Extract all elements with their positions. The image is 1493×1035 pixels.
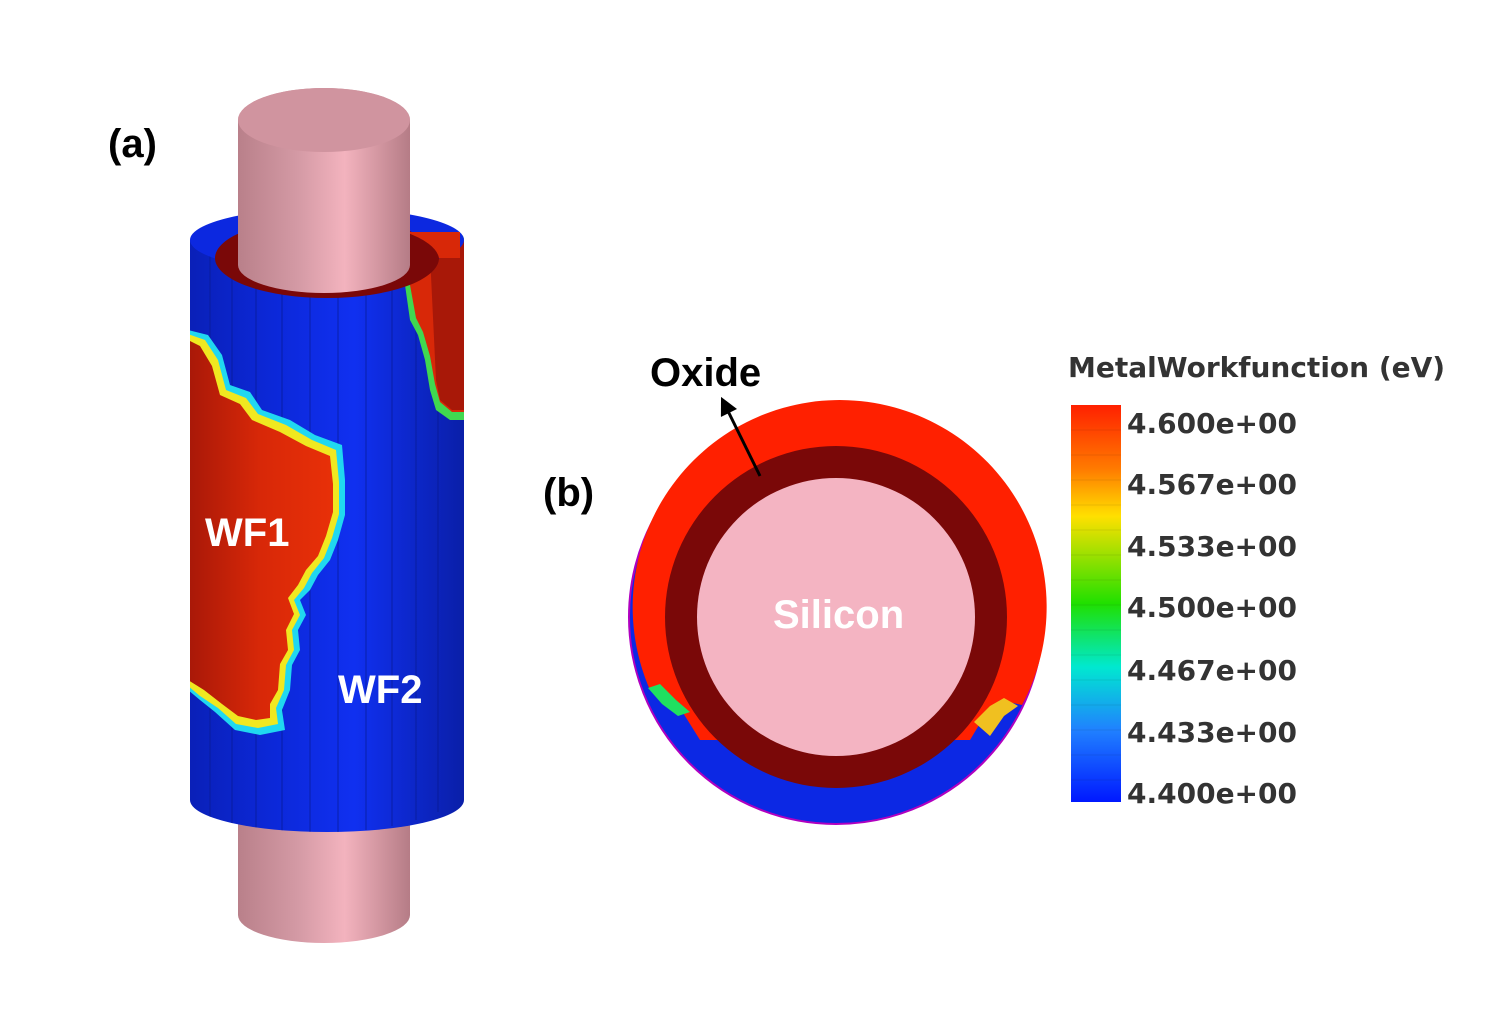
gate-cylinder bbox=[190, 88, 464, 832]
legend-tick-5: 4.433e+00 bbox=[1127, 716, 1297, 749]
silicon-core bbox=[697, 478, 975, 756]
colorbar-legend: MetalWorkfunction (eV) 4.600e+00 4.567e+… bbox=[1068, 351, 1445, 810]
silicon-label: Silicon bbox=[773, 593, 904, 637]
legend-tick-6: 4.400e+00 bbox=[1127, 777, 1297, 810]
colorbar bbox=[1071, 405, 1121, 802]
legend-tick-0: 4.600e+00 bbox=[1127, 407, 1297, 440]
wf1-label: WF1 bbox=[205, 511, 289, 555]
wf2-label: WF2 bbox=[338, 668, 422, 712]
oxide-label: Oxide bbox=[650, 351, 761, 395]
legend-tick-4: 4.467e+00 bbox=[1127, 654, 1297, 687]
legend-tick-3: 4.500e+00 bbox=[1127, 591, 1297, 624]
panel-b-label: (b) bbox=[543, 471, 594, 515]
wf1-patch-top-right bbox=[405, 235, 464, 420]
legend-tick-2: 4.533e+00 bbox=[1127, 530, 1297, 563]
panel-a-label: (a) bbox=[108, 122, 157, 166]
legend-tick-1: 4.567e+00 bbox=[1127, 468, 1297, 501]
wf1-region bbox=[190, 330, 345, 735]
panel-a-device: (a) WF1 WF2 bbox=[108, 88, 464, 943]
panel-b-cross-section: Oxide Silicon (b) bbox=[543, 351, 1047, 825]
colorbar-bands bbox=[1071, 429, 1121, 781]
oxide-arrow bbox=[720, 396, 762, 477]
legend-title: MetalWorkfunction (eV) bbox=[1068, 351, 1445, 384]
